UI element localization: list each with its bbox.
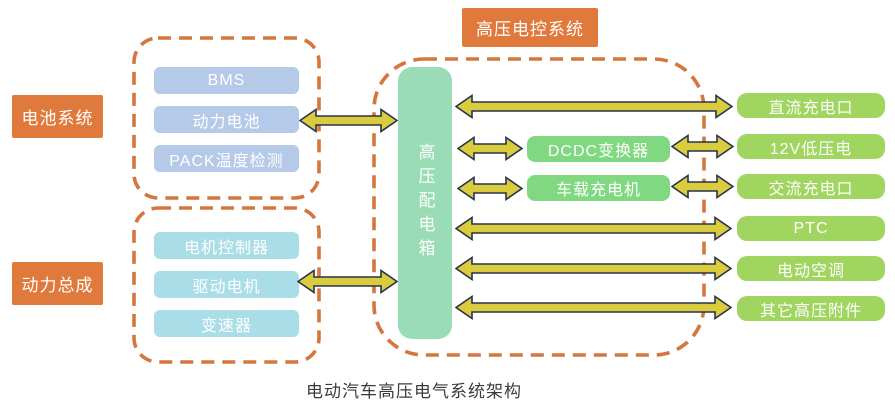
ac-charge-port-box: 交流充电口 xyxy=(737,174,885,199)
arrow-dcdc-to-12v xyxy=(671,134,734,159)
battery-group-border xyxy=(132,36,321,200)
pack-temperature-box: PACK温度检测 xyxy=(154,145,299,172)
arrow-hv-box-to-dc-charge-port xyxy=(455,94,733,119)
hv-distribution-box-label: 高压配电箱 xyxy=(415,143,435,263)
dcdc-converter-box: DCDC变换器 xyxy=(527,136,670,162)
dc-charge-port-box: 直流充电口 xyxy=(737,93,885,118)
powertrain-label: 动力总成 xyxy=(12,262,103,305)
arrow-hv-box-to-ptc xyxy=(455,216,732,241)
drive-motor-box: 驱动电机 xyxy=(154,271,299,298)
diagram-caption: 电动汽车高压电气系统架构 xyxy=(306,382,522,401)
bms-box: BMS xyxy=(154,67,299,94)
electric-ac-box: 电动空调 xyxy=(737,256,885,281)
arrow-hv-box-to-electric-ac xyxy=(455,256,732,281)
powertrain-group-border xyxy=(132,206,321,364)
arrow-obc-to-ac-charge-port xyxy=(671,174,734,199)
ptc-box: PTC xyxy=(737,216,885,241)
traction-battery-box: 动力电池 xyxy=(154,106,299,133)
arrow-hv-box-to-dcdc xyxy=(457,136,523,161)
lv-12v-box: 12V低压电 xyxy=(737,134,885,159)
other-hv-accessories-box: 其它高压附件 xyxy=(737,296,885,321)
hv-control-system-title: 高压电控系统 xyxy=(462,8,598,47)
hv-control-group-border xyxy=(372,57,706,357)
arrow-battery-to-hv-box xyxy=(299,108,398,133)
arrow-hv-box-to-other-accessories xyxy=(455,295,732,320)
hv-distribution-box: 高压配电箱 xyxy=(398,67,452,339)
arrow-powertrain-to-hv-box xyxy=(297,269,398,294)
motor-controller-box: 电机控制器 xyxy=(154,232,299,259)
gearbox-box: 变速器 xyxy=(154,310,299,337)
arrow-hv-box-to-obc xyxy=(457,176,523,201)
onboard-charger-box: 车载充电机 xyxy=(527,175,670,201)
battery-system-label: 电池系统 xyxy=(12,95,103,138)
